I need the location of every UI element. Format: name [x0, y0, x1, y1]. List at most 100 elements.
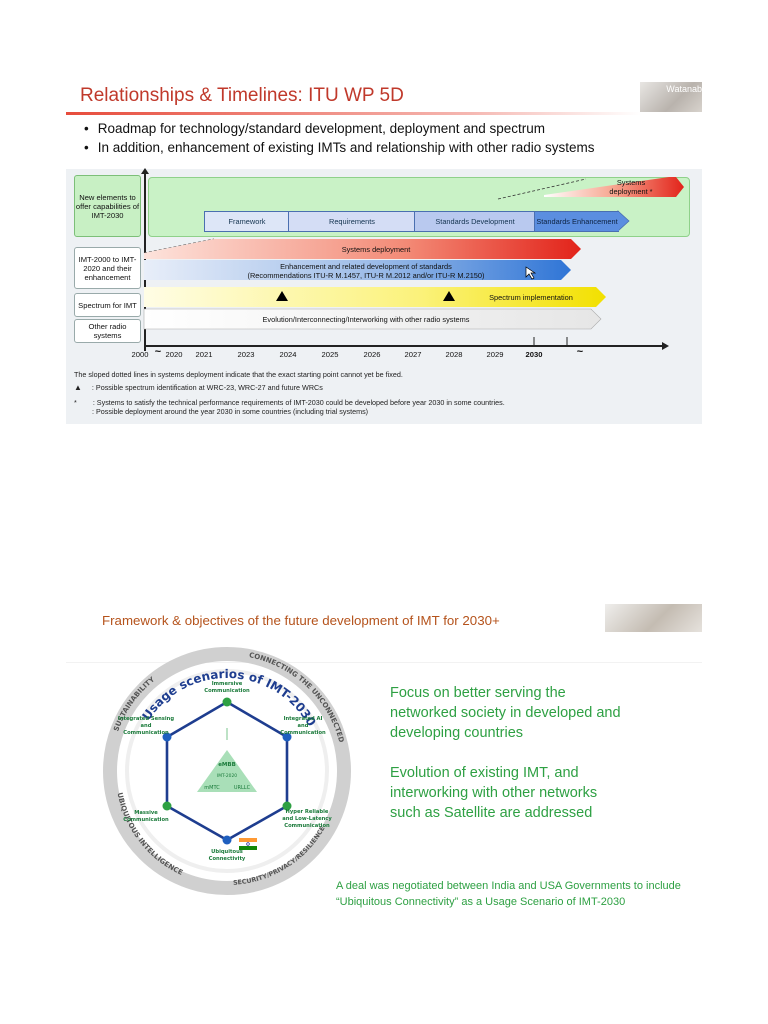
- focus-line-2: networked society in developed and: [390, 705, 621, 721]
- focus-line-1: Focus on better serving the: [390, 685, 566, 701]
- roadmap-slide: Relationships & Timelines: ITU WP 5D Wat…: [66, 82, 702, 424]
- usage-scenarios-diagram: SUSTAINABILITY CONNECTING THE UNCONNECTE…: [103, 647, 351, 895]
- mmtc-label: mMTC: [204, 785, 220, 791]
- deal-line-2: “Ubiquitous Connectivity” as a Usage Sce…: [336, 896, 626, 908]
- integrated-ai-line-3: Communication: [280, 730, 326, 736]
- tick-2026: 2026: [363, 350, 381, 359]
- focus-line-3: developing countries: [390, 725, 524, 741]
- slide-title: Relationships & Timelines: ITU WP 5D: [80, 85, 404, 106]
- wrc-27-triangle: [443, 291, 455, 301]
- immersive-line-1: Immersive: [212, 681, 243, 687]
- asterisk-symbol: *: [74, 398, 77, 407]
- phase-framework: Framework: [204, 211, 290, 232]
- systems-deployment-2030-label: Systems deployment *: [609, 178, 653, 196]
- row-label-new-elements: New elements to offer capabilities of IM…: [74, 175, 141, 237]
- note-star-text-2: : Possible deployment around the year 20…: [92, 407, 369, 416]
- immersive-line-2: Communication: [204, 688, 250, 694]
- tick-2029: 2029: [486, 350, 504, 359]
- phase-standards-enhancement: Standards Enhancement: [534, 211, 619, 232]
- hyper-line-1: Hyper Reliable: [286, 809, 329, 815]
- hyper-line-2: and Low-Latency: [282, 816, 332, 822]
- urllc-label: URLLC: [234, 785, 251, 791]
- tick-2020: 2020: [165, 350, 183, 359]
- systems-deployment-label: Systems deployment: [341, 245, 411, 254]
- note-dotted-lines: The sloped dotted lines in systems deplo…: [74, 370, 403, 379]
- inner-ring: [125, 669, 329, 873]
- india-flag-icon: [239, 838, 257, 850]
- imt2020-triangle: [197, 750, 257, 792]
- deal-statement: A deal was negotiated between India and …: [336, 878, 681, 910]
- node-ubiquitous: [222, 835, 232, 845]
- title-underline: [66, 112, 641, 115]
- massive-line-2: Communication: [123, 817, 169, 823]
- note-star-text-1: : Systems to satisfy the technical perfo…: [92, 398, 505, 407]
- triangle-icon: ▲: [74, 383, 82, 392]
- wrc-23-triangle: [276, 291, 288, 301]
- node-hyper-reliable: [282, 801, 292, 811]
- row-label-spectrum: Spectrum for IMT: [74, 293, 141, 317]
- enhancement-label-1: Enhancement and related development of s…: [280, 262, 452, 271]
- systems-deployment-2030-arrow: [544, 177, 684, 197]
- sensing-line-1: Integrated Sensing: [118, 716, 174, 722]
- title-separator: [66, 662, 702, 663]
- outer-ring: [103, 647, 351, 895]
- embb-label: eMBB: [218, 762, 236, 768]
- focus-statement: Focus on better serving the networked so…: [390, 683, 621, 743]
- ubiquitous-line-2: Connectivity: [209, 856, 246, 862]
- row-label-other-radio: Other radio systems: [74, 319, 141, 343]
- tick-tilde-2: ~: [576, 346, 584, 358]
- systems-deployment-bar: [144, 239, 581, 259]
- timeline-bars-svg: [143, 177, 684, 345]
- standards-enhancement-tip: [617, 210, 630, 232]
- integrated-ai-line-2: and: [298, 723, 309, 729]
- row-label-imt-existing: IMT-2000 to IMT-2020 and their enhanceme…: [74, 247, 141, 289]
- tick-2025: 2025: [321, 350, 339, 359]
- enhancement-label-2: (Recommendations ITU-R M.1457, ITU-R M.2…: [247, 271, 485, 280]
- hyper-line-3: Communication: [284, 823, 330, 829]
- mouse-cursor-icon: [525, 266, 537, 280]
- node-immersive: [222, 697, 232, 707]
- tick-2024: 2024: [279, 350, 297, 359]
- tick-2030: 2030: [525, 350, 543, 359]
- timeline-diagram: New elements to offer capabilities of IM…: [66, 168, 702, 424]
- tick-2000: 2000: [131, 350, 149, 359]
- framework-slide: Framework & objectives of the future dev…: [66, 604, 702, 934]
- tick-2023: 2023: [237, 350, 255, 359]
- bullet-roadmap: Roadmap for technology/standard developm…: [84, 121, 545, 136]
- presenter-webcam: [605, 604, 702, 632]
- node-massive: [162, 801, 172, 811]
- sloped-dotted-line-2030: [497, 178, 587, 200]
- imt2020-label: IMT-2020: [217, 773, 237, 779]
- massive-line-1: Massive: [134, 810, 158, 816]
- evolution-label: Evolution/Interconnecting/Interworking w…: [262, 315, 470, 324]
- bullet-enhancement: In addition, enhancement of existing IMT…: [84, 140, 595, 155]
- time-axis-arrow: [662, 342, 669, 350]
- evolution-line-3: such as Satellite are addressed: [390, 805, 593, 821]
- tick-2028: 2028: [445, 350, 463, 359]
- deal-line-1: A deal was negotiated between India and …: [336, 880, 681, 892]
- node-integrated-ai: [282, 732, 292, 742]
- evolution-bar: [143, 308, 602, 330]
- presenter-name: Watanab: [666, 84, 702, 94]
- note-triangle: ▲ : Possible spectrum identification at …: [74, 383, 323, 392]
- integrated-ai-line-1: Integrated AI: [284, 716, 323, 722]
- evolution-statement: Evolution of existing IMT, and interwork…: [390, 763, 597, 823]
- ubiquitous-line-1: Ubiquitous: [211, 849, 243, 855]
- tick-2027: 2027: [404, 350, 422, 359]
- tick-tilde-1: ~: [154, 346, 162, 358]
- tick-2021: 2021: [195, 350, 213, 359]
- evolution-line-2: interworking with other networks: [390, 785, 598, 801]
- spectrum-bar: [144, 287, 606, 307]
- phase-standards-development: Standards Development: [414, 211, 536, 232]
- presenter-webcam: Watanab: [640, 82, 702, 112]
- evolution-line-1: Evolution of existing IMT, and: [390, 765, 579, 781]
- note-triangle-text: : Possible spectrum identification at WR…: [91, 383, 323, 392]
- time-axis: [144, 345, 664, 347]
- phase-requirements: Requirements: [288, 211, 416, 232]
- sensing-line-3: Communication: [123, 730, 169, 736]
- note-star: * : Systems to satisfy the technical per…: [74, 398, 505, 407]
- sensing-line-2: and: [141, 723, 152, 729]
- enhancement-bar: [144, 260, 571, 280]
- node-sensing: [162, 732, 172, 742]
- spectrum-implementation-label: Spectrum implementation: [489, 293, 573, 302]
